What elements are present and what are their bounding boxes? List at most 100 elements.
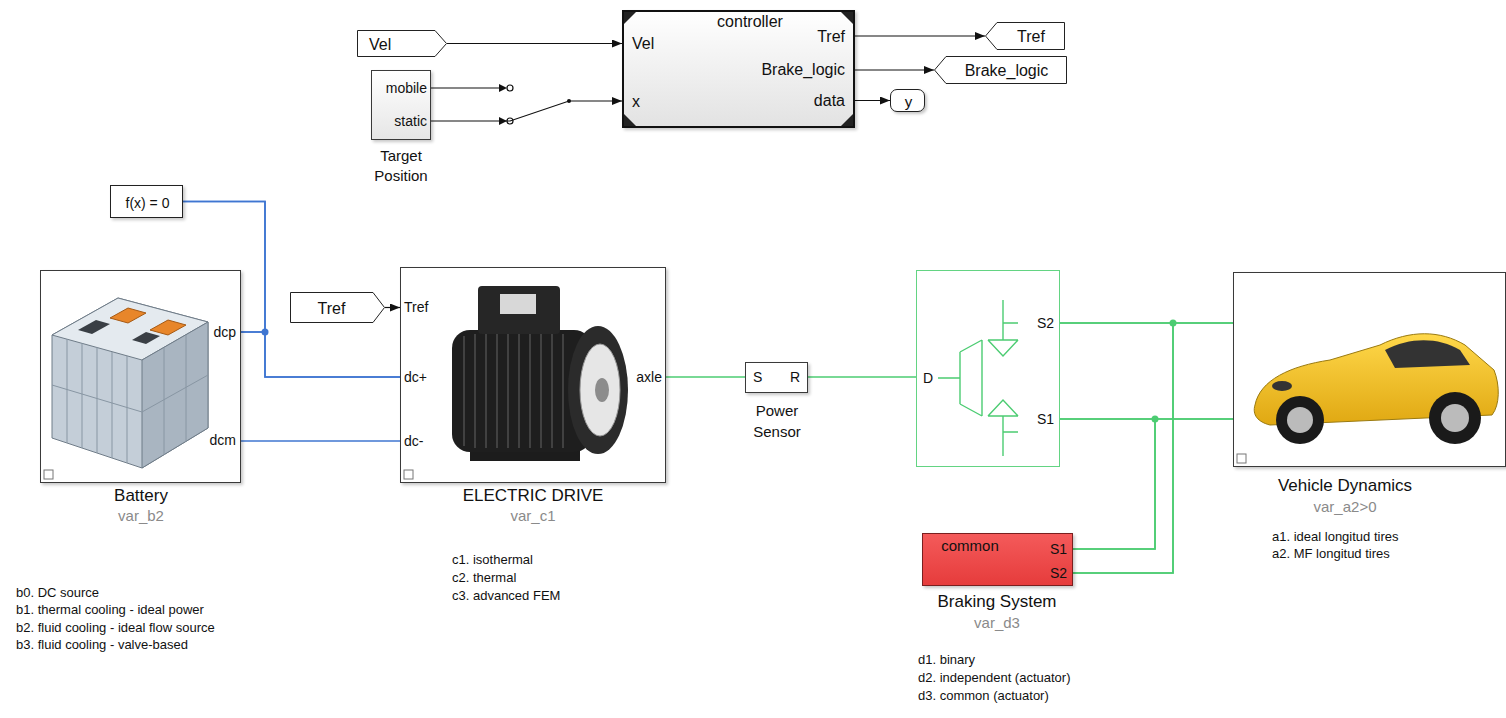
port-label: dcp xyxy=(213,324,236,341)
port-label: Vel xyxy=(632,34,654,53)
motor-illustration xyxy=(529,334,531,448)
solver-block: f(x) = 0 xyxy=(110,185,183,218)
tag-name: Vel xyxy=(369,34,391,53)
sensor-block: SRPower Sensor xyxy=(745,362,808,393)
block-name: Target Position xyxy=(361,146,441,186)
controller-panel xyxy=(624,114,636,126)
car-illustration xyxy=(1385,340,1470,368)
motor-illustration xyxy=(580,344,620,436)
controller-panel xyxy=(622,10,855,128)
block-name: Vehicle Dynamics xyxy=(1225,475,1465,496)
variant-name: var_a2>0 xyxy=(1225,497,1465,517)
variant-note: d1. binary xyxy=(918,652,975,668)
port-label: dcm xyxy=(210,432,236,449)
port-label: Brake_logic xyxy=(761,60,845,79)
battery-block: dcpdcmBatteryvar_b2 xyxy=(40,270,241,483)
goto-tag: Brake_logic xyxy=(934,56,1067,84)
battery-illustration xyxy=(186,335,187,442)
port-label: S2 xyxy=(1050,565,1067,582)
port-label: S xyxy=(753,369,762,386)
car-illustration xyxy=(1276,396,1324,444)
port-label: S2 xyxy=(1037,315,1054,332)
mechanical-connection xyxy=(1060,323,1173,573)
motor-illustration xyxy=(478,286,560,334)
motor-illustration xyxy=(518,334,520,448)
electrical-connection xyxy=(183,202,265,333)
motor-illustration xyxy=(568,326,628,454)
block-title: controller xyxy=(717,12,783,31)
port-label: Tref xyxy=(817,27,845,46)
car-illustration xyxy=(1272,381,1292,391)
controller-panel xyxy=(841,114,853,126)
port-name: y xyxy=(905,93,913,111)
variant-note: b1. thermal cooling - ideal power xyxy=(16,602,204,618)
variant-name: var_d3 xyxy=(897,613,1097,633)
block-variant: common xyxy=(941,537,999,555)
battery-illustration xyxy=(164,348,165,455)
block-name: Battery xyxy=(51,485,231,506)
battery-illustration xyxy=(52,298,208,468)
controller-panel xyxy=(841,12,853,24)
battery-illustration xyxy=(127,356,128,463)
motor-illustration xyxy=(463,336,465,446)
from-tag: Tref xyxy=(290,292,385,323)
mechanical-connection xyxy=(1060,419,1155,549)
signal-line xyxy=(385,307,400,308)
tag-name: Tref xyxy=(318,298,346,317)
signal-line xyxy=(447,43,622,44)
variant-note: c3. advanced FEM xyxy=(452,588,560,604)
differential-symbol xyxy=(938,300,1018,456)
motor-block: Trefdc+dc-axleELECTRIC DRIVEvar_c1 xyxy=(400,267,666,483)
port-label: S1 xyxy=(1050,541,1067,558)
battery-illustration xyxy=(52,298,208,468)
port-label: static xyxy=(394,113,427,130)
battery-illustration xyxy=(142,322,208,468)
tag-outline xyxy=(935,57,1067,84)
port-label: S1 xyxy=(1037,411,1054,428)
motor-illustration xyxy=(485,334,487,448)
port-label: axle xyxy=(636,369,662,386)
subsystem-icon xyxy=(44,470,53,479)
signal-line xyxy=(855,69,934,70)
electrical-connection xyxy=(183,202,400,378)
mechanical-connection xyxy=(808,376,916,378)
port-label: data xyxy=(814,91,845,110)
signal-line xyxy=(855,100,890,101)
variant-note: c2. thermal xyxy=(452,570,516,586)
battery-illustration xyxy=(132,332,160,344)
motor-illustration xyxy=(500,294,536,314)
variant-note: b2. fluid cooling - ideal flow source xyxy=(16,620,215,636)
differential-symbol xyxy=(938,300,1018,456)
tag-outline xyxy=(986,23,1065,50)
variant-name: var_b2 xyxy=(51,506,231,526)
battery-illustration xyxy=(110,308,146,323)
mechanical-connection xyxy=(666,376,745,378)
manual-switch xyxy=(431,87,501,88)
battery-illustration xyxy=(112,352,113,458)
electrical-connection xyxy=(241,332,400,377)
mechanical-connection xyxy=(1073,323,1233,573)
controller-panel xyxy=(624,12,636,24)
subsystem-icon xyxy=(44,454,1246,479)
variant-note: d3. common (actuator) xyxy=(918,688,1049,704)
port-label: x xyxy=(632,92,640,111)
controller-panel xyxy=(622,10,855,128)
battery-illustration xyxy=(78,320,110,334)
motor-illustration xyxy=(507,334,509,448)
variant-note: d2. independent (actuator) xyxy=(918,670,1071,686)
braking-block: commonS1S2Braking Systemvar_d3 xyxy=(922,533,1073,586)
from-tag: Vel xyxy=(357,30,447,57)
variant-note: b0. DC source xyxy=(16,585,99,601)
electrical-connection xyxy=(241,440,400,442)
tag-name: Brake_logic xyxy=(965,61,1049,80)
tag-name: Tref xyxy=(1017,27,1045,46)
car-illustration xyxy=(1429,392,1481,444)
block-name: Braking System xyxy=(897,591,1097,612)
controller-block: controllerVel x TrefBrake_logicdata xyxy=(622,10,855,128)
variant-name: var_c1 xyxy=(413,506,653,526)
variant-note: b3. fluid cooling - valve-based xyxy=(16,637,188,653)
subsystem-icon xyxy=(404,470,413,479)
